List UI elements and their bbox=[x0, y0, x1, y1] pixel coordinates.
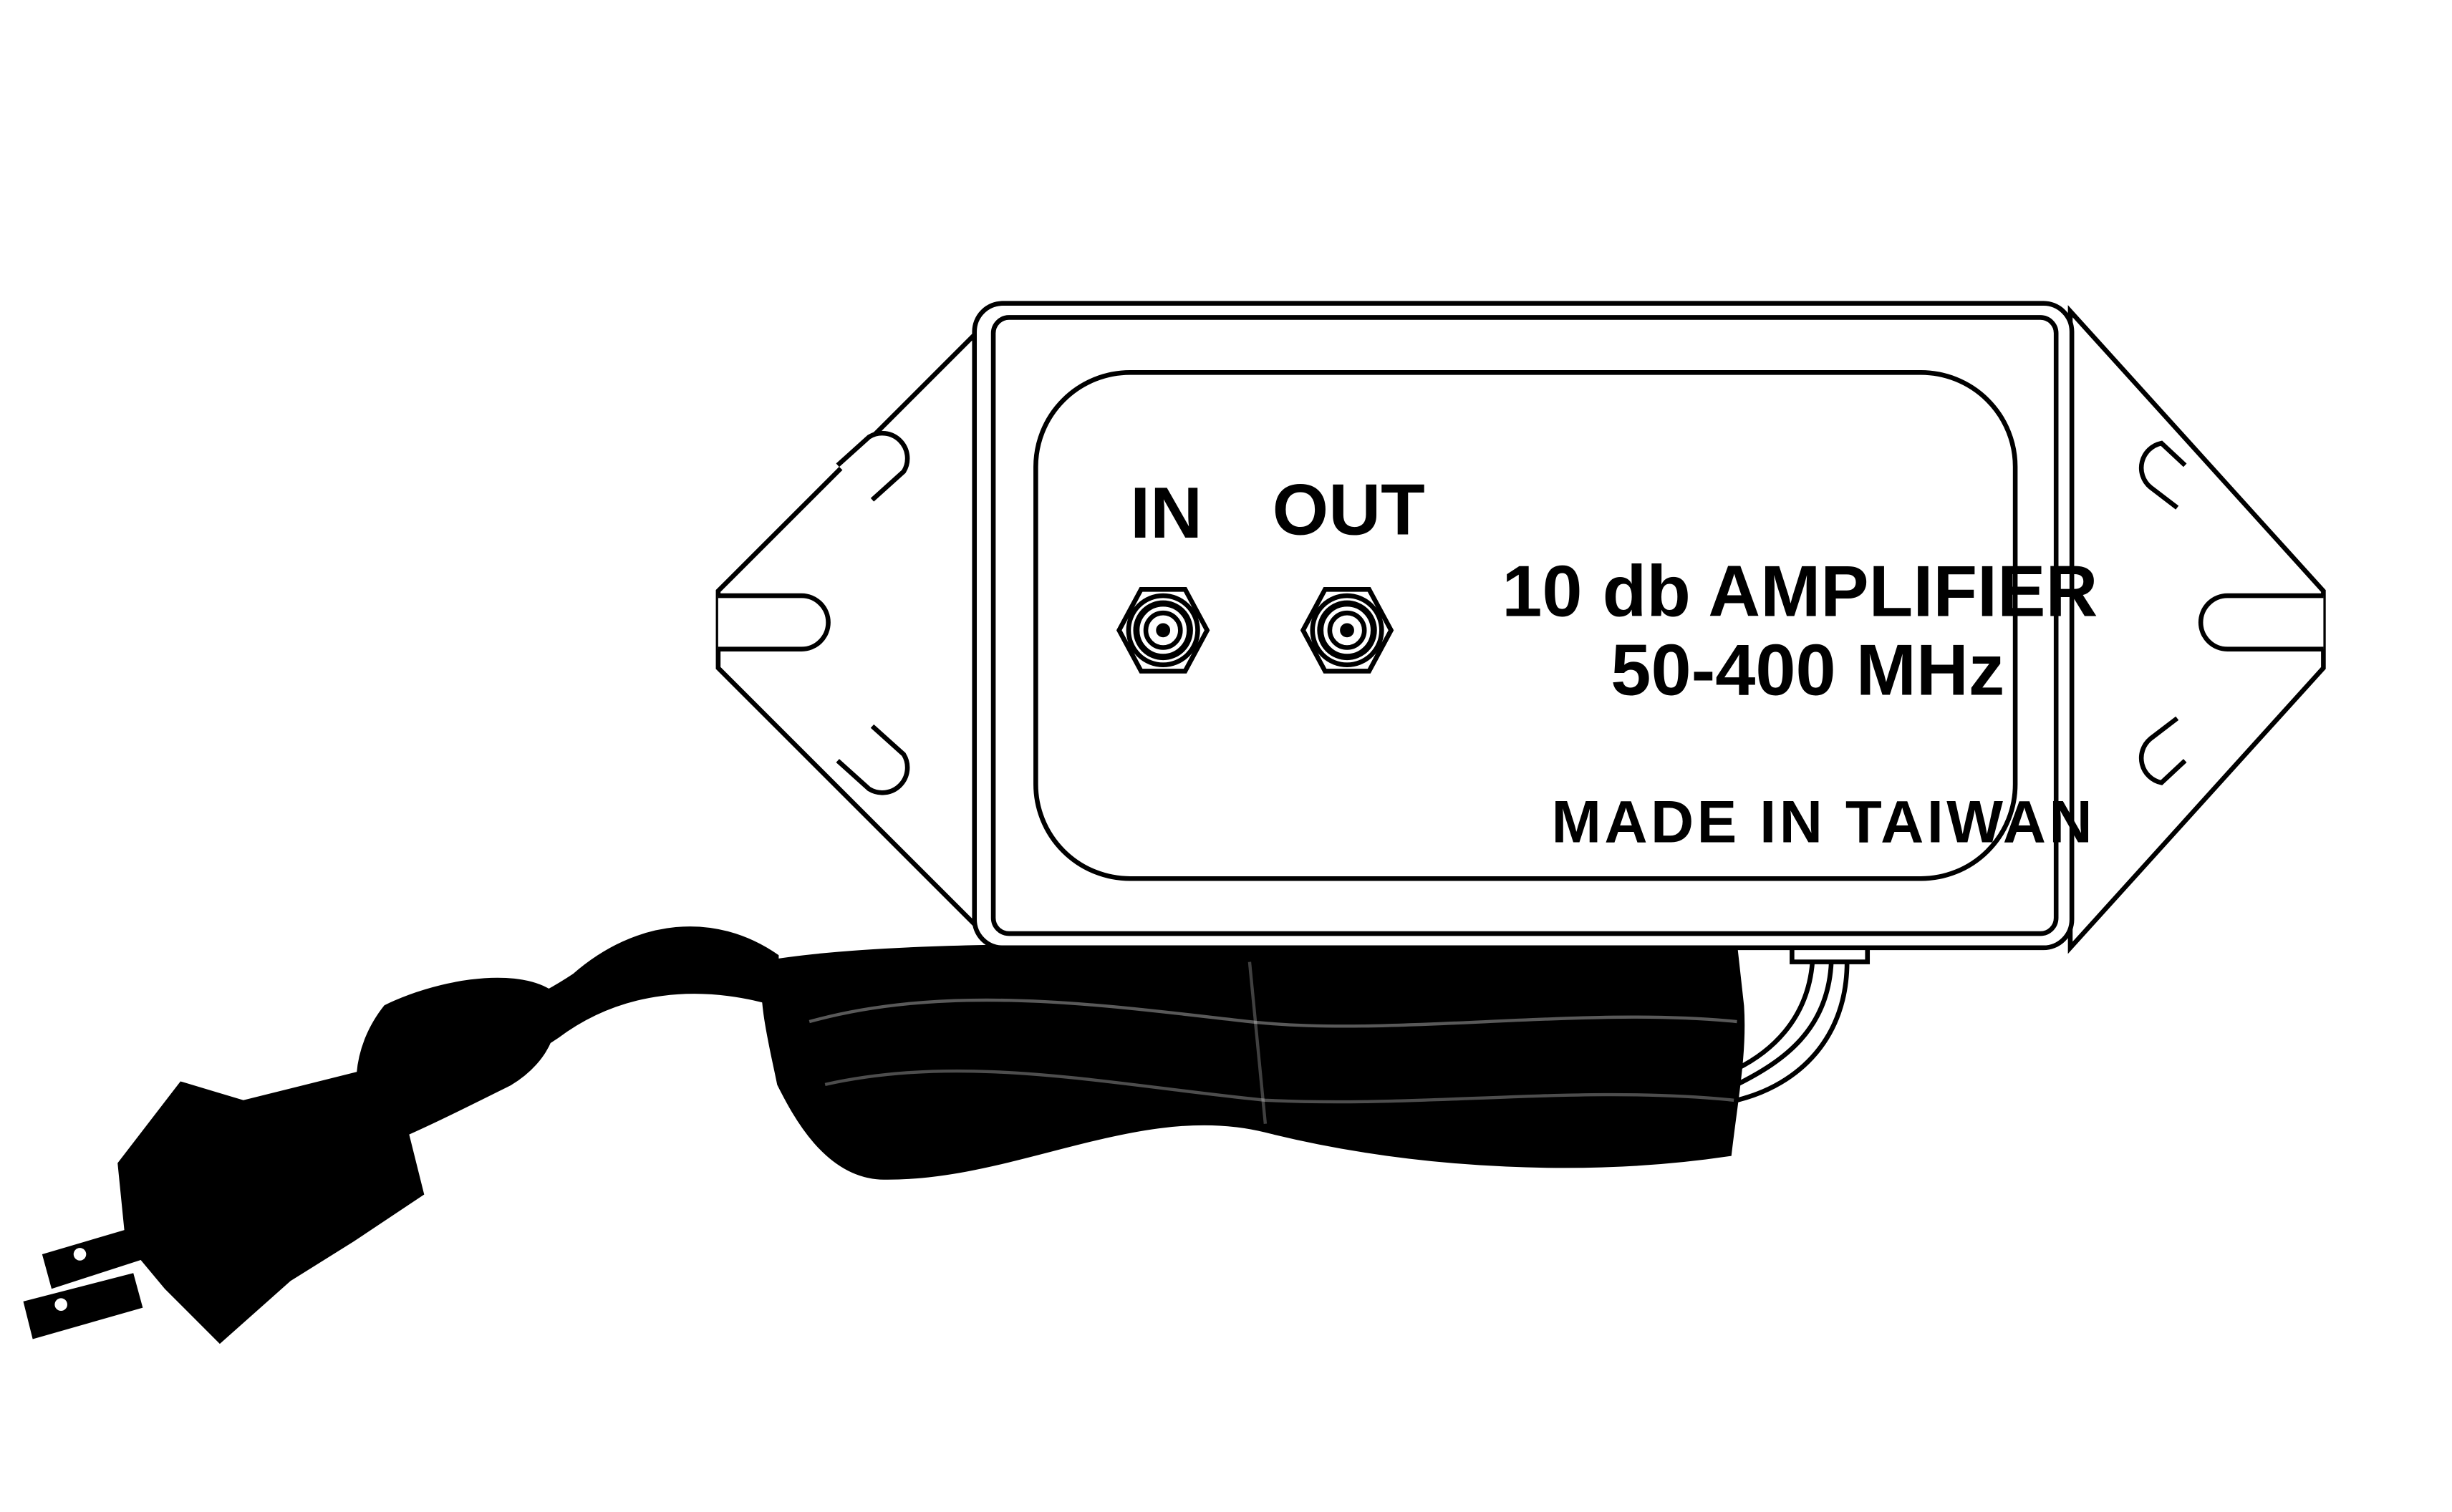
input-connector[interactable] bbox=[1116, 586, 1210, 674]
mounting-slot-icon bbox=[836, 724, 910, 795]
mounting-slot-icon bbox=[2198, 593, 2324, 652]
mounting-slot-icon bbox=[718, 593, 831, 652]
cord-wires bbox=[1736, 940, 1871, 1102]
origin-label: MADE IN TAIWAN bbox=[1551, 788, 2095, 856]
mounting-slot-icon bbox=[2138, 440, 2187, 510]
output-connector[interactable] bbox=[1300, 586, 1394, 674]
output-port-label: OUT bbox=[1273, 470, 1425, 550]
mounting-slot-icon bbox=[2138, 716, 2187, 785]
f-type-coax-connector-icon bbox=[1116, 586, 1210, 674]
cord-coil bbox=[356, 926, 1745, 1180]
f-type-coax-connector-icon bbox=[1300, 586, 1394, 674]
mounting-slot-icon bbox=[836, 430, 910, 502]
amplifier-housing bbox=[715, 301, 2326, 954]
model-label: 10 db AMPLIFIER bbox=[1502, 552, 2098, 632]
frequency-label: 50-400 MHz bbox=[1611, 630, 2004, 710]
two-prong-power-plug-icon bbox=[23, 1068, 425, 1344]
front-panel bbox=[1033, 370, 2018, 881]
input-port-label: IN bbox=[1130, 473, 1202, 553]
